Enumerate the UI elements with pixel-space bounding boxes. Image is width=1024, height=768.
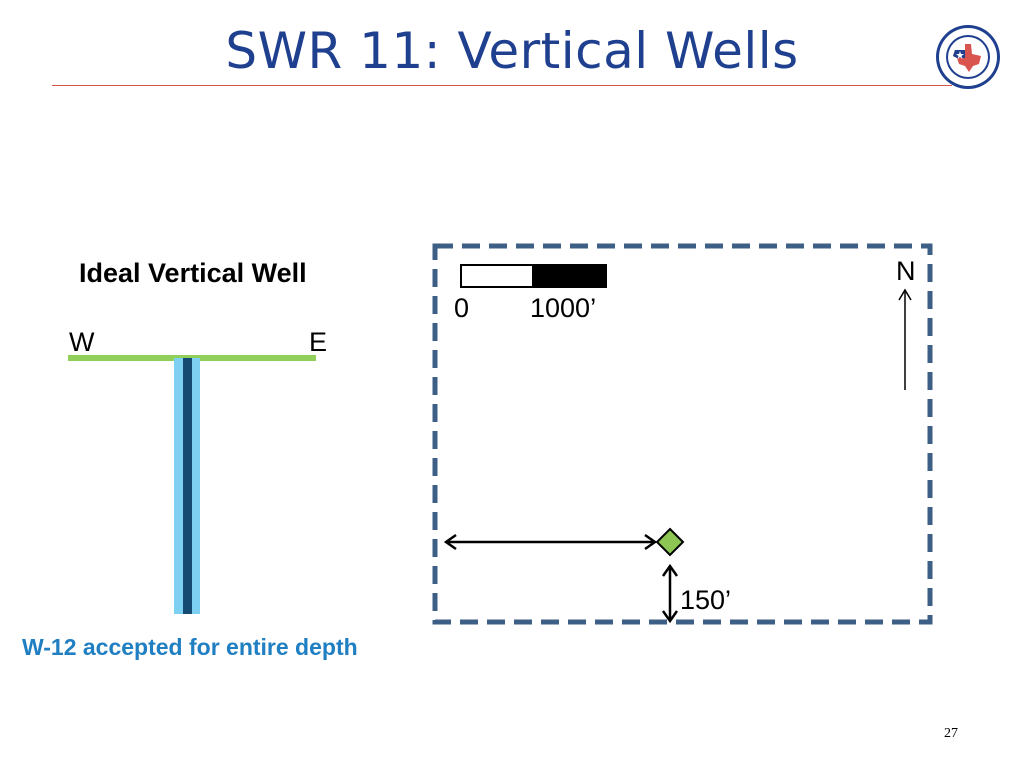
slide-title: SWR 11: Vertical Wells	[225, 22, 799, 80]
arrow-head-down-icon	[661, 610, 679, 624]
scale-start-label: 0	[454, 293, 470, 323]
west-label: W	[69, 327, 95, 357]
lease-boundary	[432, 243, 933, 625]
page-number: 27	[944, 726, 958, 741]
north-arrow-head-icon	[898, 288, 912, 301]
scale-bar-white-segment	[460, 264, 534, 288]
title-divider	[52, 85, 952, 86]
east-label: E	[309, 327, 328, 357]
scale-end-label: 1000’	[530, 293, 597, 323]
well-caption: W-12 accepted for entire depth	[22, 634, 358, 660]
arrow-head-left-icon	[443, 533, 457, 551]
well-heading: Ideal Vertical Well	[79, 258, 307, 288]
svg-text:★ ★ ★: ★ ★ ★	[960, 78, 977, 84]
distance-label: 150’	[680, 585, 732, 615]
well-location-diamond-icon	[655, 527, 685, 557]
north-label: N	[896, 256, 916, 286]
arrow-head-right-icon	[644, 533, 658, 551]
well-bore	[183, 358, 192, 614]
railroad-commission-seal-icon: ★ ★ ★	[936, 25, 1000, 89]
arrow-head-up-icon	[661, 563, 679, 577]
scale-bar-black-segment	[532, 264, 607, 288]
